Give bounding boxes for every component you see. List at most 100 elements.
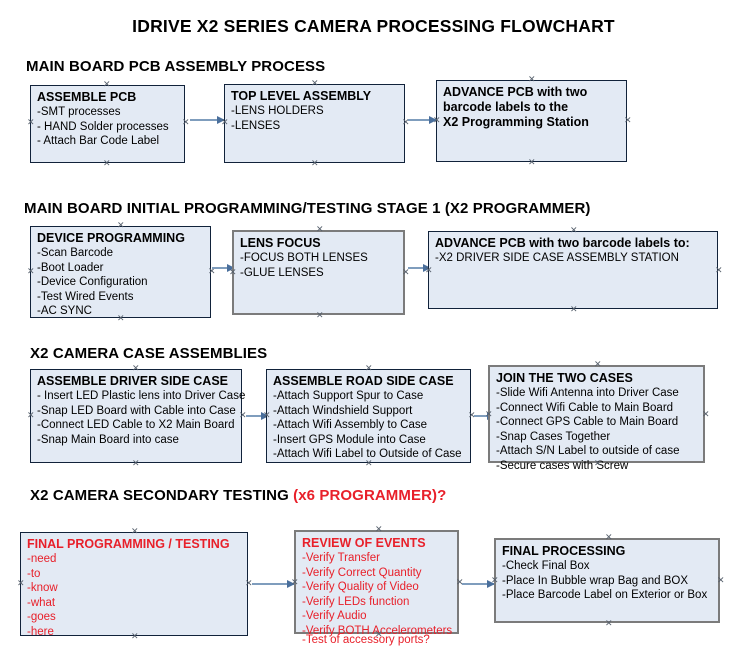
- node-line: -goes: [27, 611, 56, 623]
- connection-handle-right: ✕: [402, 267, 410, 277]
- connection-handle-top: ✕: [316, 224, 324, 234]
- connection-handle-top: ✕: [605, 532, 613, 542]
- connection-handle-top: ✕: [311, 78, 319, 88]
- connection-handle-bottom: ✕: [528, 157, 536, 167]
- node-line: -Secure cases with Screw: [496, 459, 629, 472]
- node-line: - HAND Solder processes: [37, 120, 169, 133]
- connection-handle-top: ✕: [528, 74, 536, 84]
- node-advance-pcb-driver-side-case[interactable]: ADVANCE PCB with two barcode labels to: …: [425, 226, 723, 314]
- node-line: -Connect GPS Cable to Main Board: [496, 416, 679, 428]
- node-title: ADVANCE PCB with two barcode labels to:: [435, 236, 690, 250]
- node-assemble-driver-side-case[interactable]: ASSEMBLE DRIVER SIDE CASE - Insert LED P…: [27, 364, 247, 468]
- node-line: -Connect Wifi Cable to Main Board: [496, 401, 674, 414]
- node-line: -X2 DRIVER SIDE CASE ASSEMBLY STATION: [435, 252, 679, 264]
- node-line: -Test Wired Events: [37, 290, 134, 303]
- node-line: -Verify Audio: [302, 610, 367, 622]
- connection-handle-right: ✕: [717, 575, 725, 585]
- node-line: -Verify Transfer: [302, 552, 380, 564]
- node-line: -Snap Main Board into case: [37, 433, 179, 446]
- node-title: TOP LEVEL ASSEMBLY: [231, 89, 372, 103]
- node-line: -Check Final Box: [502, 560, 590, 572]
- node-line: -Boot Loader: [37, 261, 104, 274]
- node-line: -Attach Wifi Assembly to Case: [273, 419, 428, 431]
- connection-handle-bottom: ✕: [103, 158, 111, 168]
- node-review-of-events[interactable]: REVIEW OF EVENTS -Verify Transfer -Verif…: [291, 525, 464, 647]
- section-header-text: MAIN BOARD INITIAL PROGRAMMING/TESTING S…: [24, 200, 591, 217]
- arrow-device-programming-to-lens-focus: [212, 263, 235, 272]
- connection-handle-bottom: ✕: [570, 304, 578, 314]
- node-line: -SMT processes: [37, 106, 121, 118]
- arrow-review-of-events-to-final-processing: [462, 579, 495, 588]
- node-line: -Place Barcode Label on Exterior or Box: [502, 589, 708, 601]
- connection-handle-right: ✕: [702, 409, 710, 419]
- connection-handle-bottom: ✕: [132, 458, 140, 468]
- connection-handle-bottom: ✕: [311, 158, 319, 168]
- node-line: -know: [27, 582, 58, 594]
- node-title: FINAL PROGRAMMING / TESTING: [27, 537, 230, 551]
- connection-handle-top: ✕: [375, 524, 383, 534]
- node-line: - Insert LED Plastic lens into Driver Ca…: [37, 390, 246, 402]
- section-header-text: X2 CAMERA SECONDARY TESTING: [30, 487, 294, 504]
- section-header-accent: (x6 PROGRAMMER)?: [293, 487, 447, 504]
- node-title: REVIEW OF EVENTS: [302, 536, 426, 550]
- section-header-text: MAIN BOARD PCB ASSEMBLY PROCESS: [26, 58, 326, 75]
- node-line: -Attach S/N Label to outside of case: [496, 445, 680, 457]
- section-header-text: X2 CAMERA CASE ASSEMBLIES: [30, 345, 268, 362]
- node-assemble-pcb[interactable]: ASSEMBLE PCB -SMT processes - HAND Solde…: [27, 80, 190, 168]
- node-top-level-assembly[interactable]: TOP LEVEL ASSEMBLY -LENS HOLDERS -LENSES…: [221, 79, 410, 168]
- node-device-programming[interactable]: DEVICE PROGRAMMING -Scan Barcode -Boot L…: [27, 221, 216, 323]
- connection-handle-bottom: ✕: [316, 310, 324, 320]
- section-header-main-board-pcb-assembly: MAIN BOARD PCB ASSEMBLY PROCESS: [26, 58, 325, 75]
- connection-handle-top: ✕: [365, 363, 373, 373]
- connection-handle-top: ✕: [117, 220, 125, 230]
- arrow-top-level-to-advance-pcb: [408, 115, 437, 124]
- node-line: -Connect LED Cable to X2 Main Board: [37, 419, 235, 431]
- connection-handle-top: ✕: [594, 359, 602, 369]
- connection-handle-right: ✕: [239, 410, 247, 420]
- connection-handle-right: ✕: [624, 115, 632, 125]
- node-title: ASSEMBLE ROAD SIDE CASE: [273, 374, 454, 388]
- node-line: -LENSES: [231, 119, 281, 132]
- node-lens-focus[interactable]: LENS FOCUS -FOCUS BOTH LENSES -GLUE LENS…: [229, 225, 410, 320]
- connection-handle-top: ✕: [570, 225, 578, 235]
- node-line: -AC SYNC: [37, 305, 92, 317]
- arrow-assemble-pcb-to-top-level: [190, 115, 225, 124]
- node-line: -Attach Windshield Support: [273, 404, 413, 417]
- node-line: -Verify Quality of Video: [302, 581, 419, 593]
- node-line: -Snap LED Board with Cable into Case: [37, 404, 236, 417]
- node-overflow-line: -Test of accessory ports?: [302, 634, 430, 646]
- arrow-lens-focus-to-advance-pcb: [408, 263, 431, 272]
- arrow-driver-side-to-road-side: [246, 411, 269, 420]
- section-header-x2-camera-secondary-testing: X2 CAMERA SECONDARY TESTING (x6 PROGRAMM…: [30, 487, 446, 504]
- node-line: -Scan Barcode: [37, 247, 114, 259]
- connection-handle-top: ✕: [131, 526, 139, 536]
- node-final-programming-testing[interactable]: FINAL PROGRAMMING / TESTING -need -to -k…: [17, 527, 253, 641]
- connection-handle-left: ✕: [17, 578, 25, 588]
- arrow-final-programming-to-review-of-events: [252, 579, 295, 588]
- node-assemble-road-side-case[interactable]: ASSEMBLE ROAD SIDE CASE -Attach Support …: [263, 364, 476, 468]
- node-line: -Verify BOTH Accelerometers: [302, 624, 453, 637]
- node-line: -GLUE LENSES: [240, 266, 324, 279]
- node-line: -what: [27, 596, 56, 609]
- connection-handle-right: ✕: [715, 265, 723, 275]
- node-line: -Slide Wifi Antenna into Driver Case: [496, 387, 679, 399]
- node-line: -need: [27, 553, 57, 565]
- node-line: -to: [27, 567, 41, 580]
- node-title: ADVANCE PCB with two: [443, 85, 588, 99]
- node-title: LENS FOCUS: [240, 236, 321, 250]
- page-title: IDRIVE X2 SERIES CAMERA PROCESSING FLOWC…: [132, 16, 615, 36]
- node-join-the-two-cases[interactable]: JOIN THE TWO CASES -Slide Wifi Antenna i…: [485, 360, 710, 472]
- node-advance-pcb-programming-station[interactable]: ADVANCE PCB with two barcode labels to t…: [433, 75, 632, 167]
- node-title: ASSEMBLE PCB: [37, 90, 137, 104]
- connection-handle-right: ✕: [208, 266, 216, 276]
- node-final-processing[interactable]: FINAL PROCESSING -Check Final Box -Place…: [491, 533, 725, 628]
- node-line: -Device Configuration: [37, 276, 148, 288]
- node-title: FINAL PROCESSING: [502, 544, 626, 558]
- node-line: -here: [27, 625, 54, 638]
- node-line: -Insert GPS Module into Case: [273, 433, 426, 446]
- node-line: -Snap Cases Together: [496, 430, 611, 443]
- node-title-line2: barcode labels to the: [443, 100, 569, 114]
- node-title-line3: X2 Programming Station: [443, 115, 589, 129]
- connection-handle-top: ✕: [132, 363, 140, 373]
